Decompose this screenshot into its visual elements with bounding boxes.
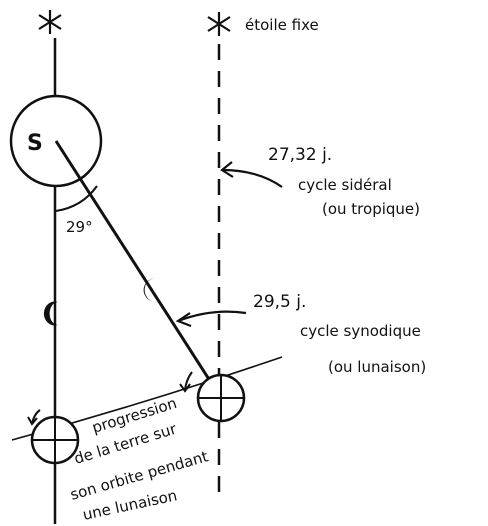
sidereal-cycle-note: (ou tropique) xyxy=(322,200,420,218)
orbit-arrow-left-icon xyxy=(27,409,41,426)
sidereal-days: 27,32 j. xyxy=(268,145,332,165)
star-right-icon xyxy=(207,12,231,36)
star-left-icon xyxy=(38,10,62,34)
synodic-arrow xyxy=(175,310,247,328)
synodic-cycle-label: cycle synodique xyxy=(300,322,421,340)
star-label: étoile fixe xyxy=(245,16,319,34)
diagonal-line xyxy=(54,140,223,399)
synodic-days: 29,5 j. xyxy=(253,292,306,312)
sun-label: S xyxy=(27,131,43,156)
moon-crescent-left-icon xyxy=(43,301,58,326)
orbit-caption: progression de la terre sur son orbite p… xyxy=(68,394,210,524)
earth-position-1 xyxy=(30,415,80,465)
synodic-cycle-note: (ou lunaison) xyxy=(328,358,426,376)
sidereal-arrow xyxy=(220,161,283,188)
sidereal-cycle-label: cycle sidéral xyxy=(298,176,392,194)
angle-arc xyxy=(55,185,98,212)
angle-label: 29° xyxy=(66,218,93,236)
orbit-arrow-right-icon xyxy=(179,371,193,393)
earth-position-2 xyxy=(196,373,246,423)
